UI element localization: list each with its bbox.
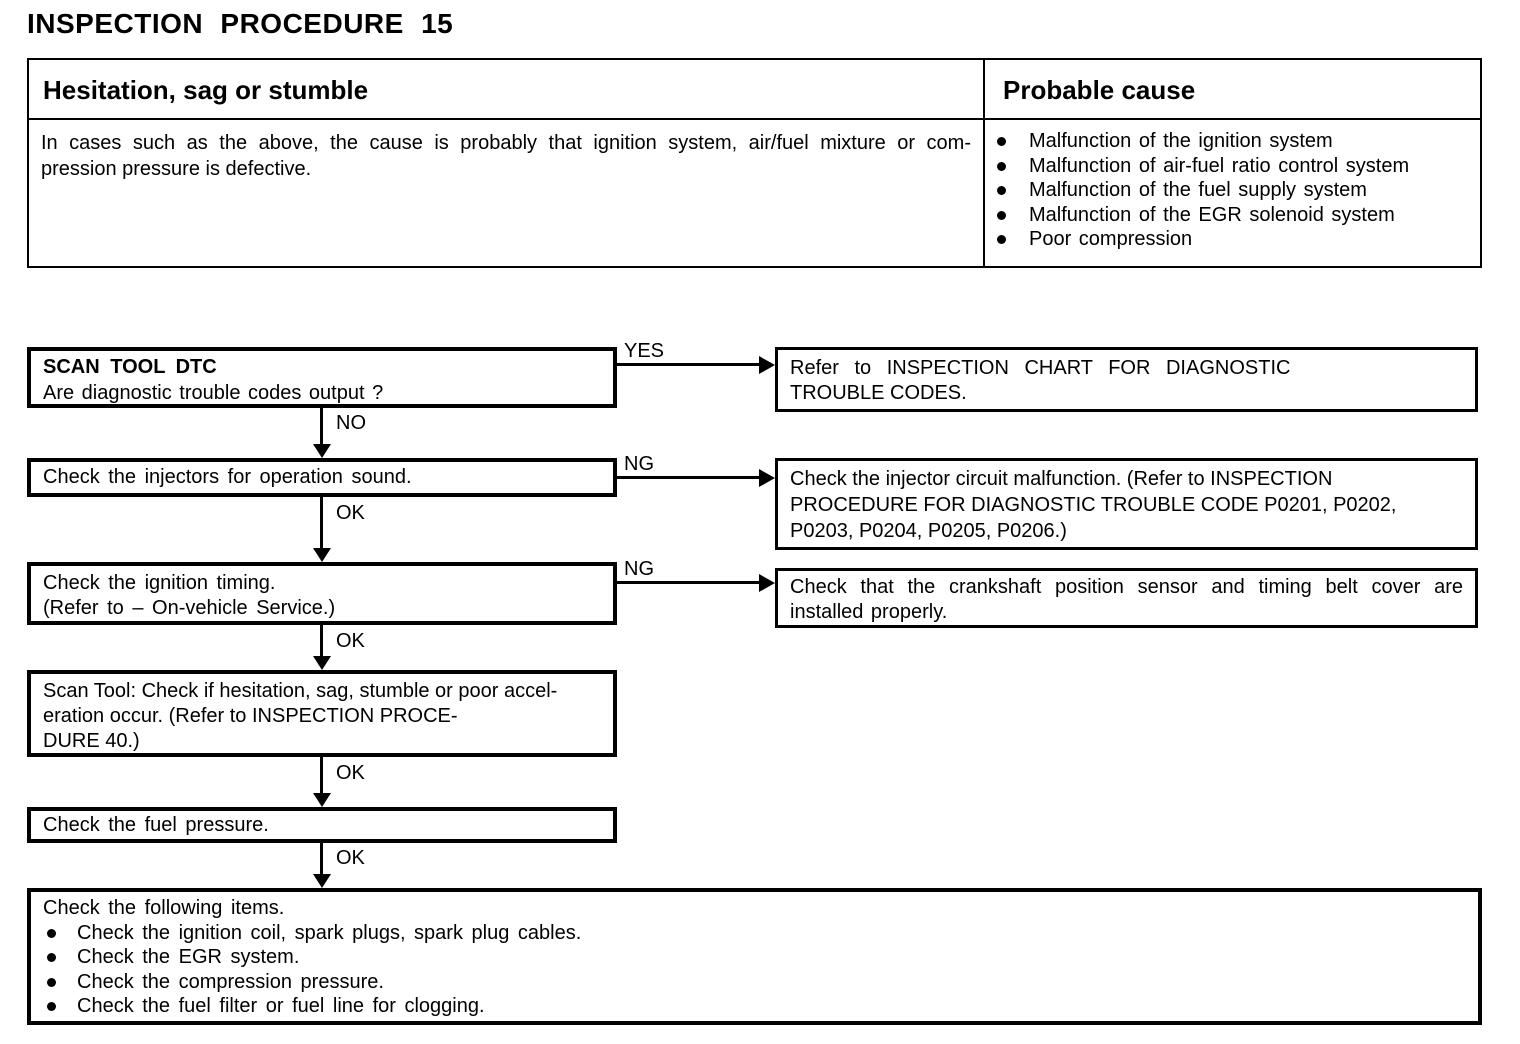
result-line: Refer to INSPECTION CHART FOR DIAGNOSTIC xyxy=(790,357,1291,379)
flow-step-fuel-pressure: Check the fuel pressure. xyxy=(27,807,617,843)
check-item: Check the compression pressure. xyxy=(43,970,1478,995)
cause-cell: Malfunction of the ignition system Malfu… xyxy=(985,120,1480,266)
ng-connector-line xyxy=(617,581,762,584)
flow-step-line: DURE 40.) xyxy=(43,730,140,752)
result-line: PROCEDURE FOR DIAGNOSTIC TROUBLE CODE P0… xyxy=(790,494,1397,516)
yes-label: YES xyxy=(624,340,665,362)
symptom-description: In cases such as the above, the cause is… xyxy=(29,120,985,266)
ng-arrow-icon xyxy=(759,574,775,592)
flow-step-text: Check the fuel pressure. xyxy=(43,813,269,836)
cause-item: Malfunction of the EGR solenoid system xyxy=(985,203,1470,228)
flow-step-text: Check the injectors for operation sound. xyxy=(43,466,412,488)
ng-arrow-icon xyxy=(759,469,775,487)
table-body-row: In cases such as the above, the cause is… xyxy=(29,120,1480,266)
flow-step-heading: Check the following items. xyxy=(43,897,285,919)
ok-label: OK xyxy=(336,502,365,524)
ok-connector-line xyxy=(320,625,323,658)
ok-connector-line xyxy=(320,757,323,795)
cause-item: Malfunction of the fuel supply system xyxy=(985,178,1470,203)
cause-item: Poor compression xyxy=(985,227,1470,252)
flow-step-line: Check the ignition timing. xyxy=(43,572,276,594)
result-line: installed properly. xyxy=(790,601,948,623)
cause-item: Malfunction of air-fuel ratio control sy… xyxy=(985,154,1470,179)
symptom-header: Hesitation, sag or stumble xyxy=(29,60,985,118)
no-connector-line xyxy=(320,408,323,446)
ok-arrow-icon xyxy=(313,548,331,562)
table-header-row: Hesitation, sag or stumble Probable caus… xyxy=(29,60,1480,120)
flow-result-injector-circuit: Check the injector circuit malfunction. … xyxy=(775,458,1478,550)
ng-label: NG xyxy=(624,453,654,475)
flow-step-question: Are diagnostic trouble codes output ? xyxy=(43,382,384,404)
flow-step-scan-tool-dtc: SCAN TOOL DTC Are diagnostic trouble cod… xyxy=(27,347,617,408)
result-line: P0203, P0204, P0205, P0206.) xyxy=(790,520,1067,542)
check-item: Check the fuel filter or fuel line for c… xyxy=(43,994,1478,1019)
flow-step-title: SCAN TOOL DTC xyxy=(43,356,217,378)
flow-result-crankshaft-sensor: Check that the crankshaft position senso… xyxy=(775,568,1478,628)
check-item: Check the ignition coil, spark plugs, sp… xyxy=(43,921,1478,946)
cause-list: Malfunction of the ignition system Malfu… xyxy=(985,120,1480,252)
symptom-cause-table: Hesitation, sag or stumble Probable caus… xyxy=(27,58,1482,268)
ok-arrow-icon xyxy=(313,656,331,670)
check-item-list: Check the ignition coil, spark plugs, sp… xyxy=(43,921,1478,1019)
ok-connector-line xyxy=(320,497,323,550)
flow-step-scan-tool-hesitation: Scan Tool: Check if hesitation, sag, stu… xyxy=(27,670,617,757)
ng-connector-line xyxy=(617,476,762,479)
yes-connector-line xyxy=(617,363,762,366)
no-label: NO xyxy=(336,412,366,434)
result-line: TROUBLE CODES. xyxy=(790,382,967,404)
cause-item: Malfunction of the ignition system xyxy=(985,129,1470,154)
ok-arrow-icon xyxy=(313,874,331,888)
result-line: Check that the crankshaft position senso… xyxy=(790,576,1463,598)
flow-step-ignition-timing: Check the ignition timing. (Refer to – O… xyxy=(27,562,617,625)
page-title: INSPECTION PROCEDURE 15 xyxy=(27,8,454,39)
result-line: Check the injector circuit malfunction. … xyxy=(790,468,1333,490)
flow-step-line: eration occur. (Refer to INSPECTION PROC… xyxy=(43,705,458,727)
symptom-line: pression pressure is defective. xyxy=(41,158,312,180)
flow-step-line: Scan Tool: Check if hesitation, sag, stu… xyxy=(43,680,558,702)
ok-connector-line xyxy=(320,843,323,876)
symptom-line: In cases such as the above, the cause is… xyxy=(41,132,971,154)
ok-label: OK xyxy=(336,630,365,652)
flow-step-check-items: Check the following items. Check the ign… xyxy=(27,888,1482,1025)
flow-step-injector-sound: Check the injectors for operation sound. xyxy=(27,458,617,497)
ng-label: NG xyxy=(624,558,654,580)
ok-arrow-icon xyxy=(313,793,331,807)
ok-label: OK xyxy=(336,847,365,869)
check-item: Check the EGR system. xyxy=(43,945,1478,970)
flow-result-inspection-chart: Refer to INSPECTION CHART FOR DIAGNOSTIC… xyxy=(775,347,1478,412)
flow-step-line: (Refer to – On-vehicle Service.) xyxy=(43,597,336,619)
cause-header: Probable cause xyxy=(1003,75,1196,105)
ok-label: OK xyxy=(336,762,365,784)
no-arrow-icon xyxy=(313,444,331,458)
yes-arrow-icon xyxy=(759,356,775,374)
